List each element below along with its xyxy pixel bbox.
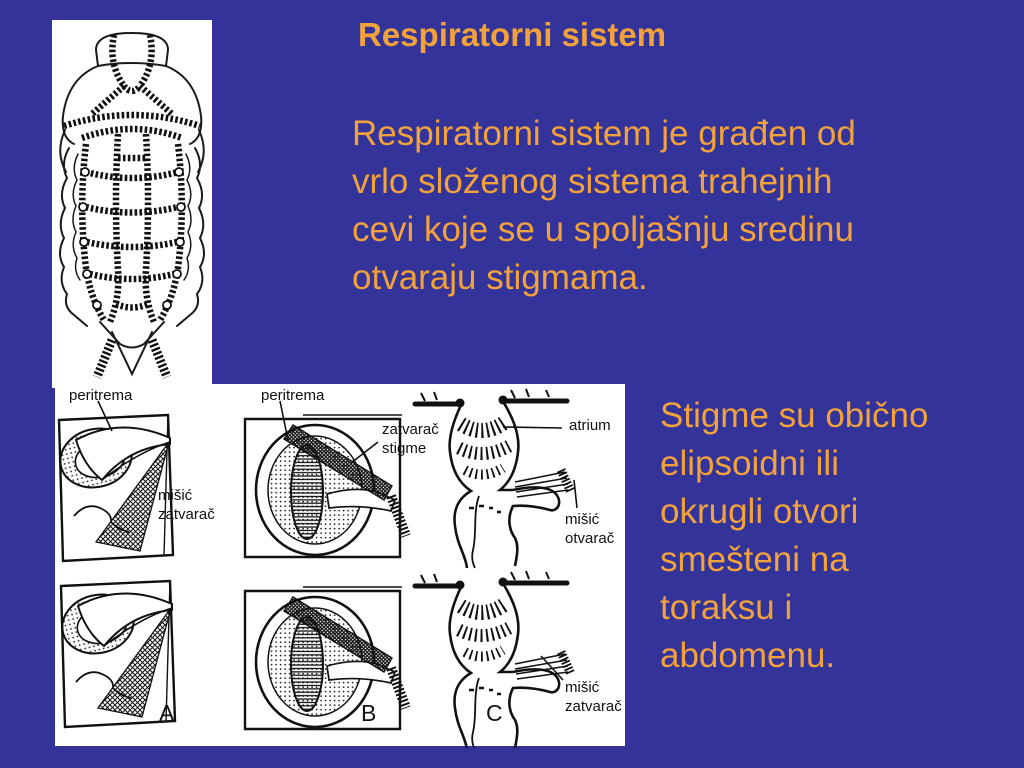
text-line: vrlo složenog sistema trahejnih	[352, 162, 833, 201]
label-line: zatvarač	[565, 698, 622, 715]
label-line: mišić	[565, 511, 600, 528]
tracheal-system-drawing	[59, 31, 205, 379]
text-line: smešteni na	[660, 540, 849, 579]
panel-letter-a: A	[159, 700, 175, 726]
panel-letter-b: B	[361, 700, 377, 726]
panel-letter-c: C	[486, 700, 503, 726]
slide-title: Respiratorni sistem	[358, 16, 667, 53]
label-misic-otvarac: mišić otvarač	[565, 510, 614, 548]
text-line: okrugli otvori	[660, 492, 859, 531]
leader-lines	[97, 400, 578, 681]
text-line: cevi koje se u spoljašnju sredinu	[352, 210, 854, 249]
label-misic-zatvarac-top: mišić zatvarač	[158, 486, 215, 524]
label-line: mišić	[565, 679, 600, 696]
label-misic-zatvarac-c: mišić zatvarač	[565, 678, 622, 716]
label-line: zatvarač	[158, 506, 215, 523]
label-zatvarac-stigme: zatvarač stigme	[382, 420, 439, 458]
paragraph-stigme: Stigme su obično elipsoidni ili okrugli …	[660, 392, 928, 680]
label-peritrema-left: peritrema	[69, 387, 133, 404]
text-line: Respiratorni sistem je građen od	[352, 114, 856, 153]
figure-spiracles: peritrema peritrema mišić zatvarač zatva…	[55, 384, 625, 746]
text-line: elipsoidni ili	[660, 444, 839, 483]
text-line: abdomenu.	[660, 636, 836, 675]
label-line: mišić	[158, 487, 193, 504]
spiracle-panels-drawing	[55, 384, 625, 748]
text-line: toraksu i	[660, 588, 793, 627]
figure-tracheal-system	[52, 20, 212, 388]
label-line: zatvarač	[382, 421, 439, 438]
text-line: Stigme su obično	[660, 396, 929, 435]
label-peritrema-middle: peritrema	[261, 387, 325, 404]
label-line: stigme	[382, 440, 427, 457]
label-atrium: atrium	[569, 417, 611, 434]
text-line: otvaraju stigmama.	[352, 258, 648, 297]
label-line: otvarač	[565, 530, 615, 547]
paragraph-intro: Respiratorni sistem je građen od vrlo sl…	[352, 110, 856, 302]
